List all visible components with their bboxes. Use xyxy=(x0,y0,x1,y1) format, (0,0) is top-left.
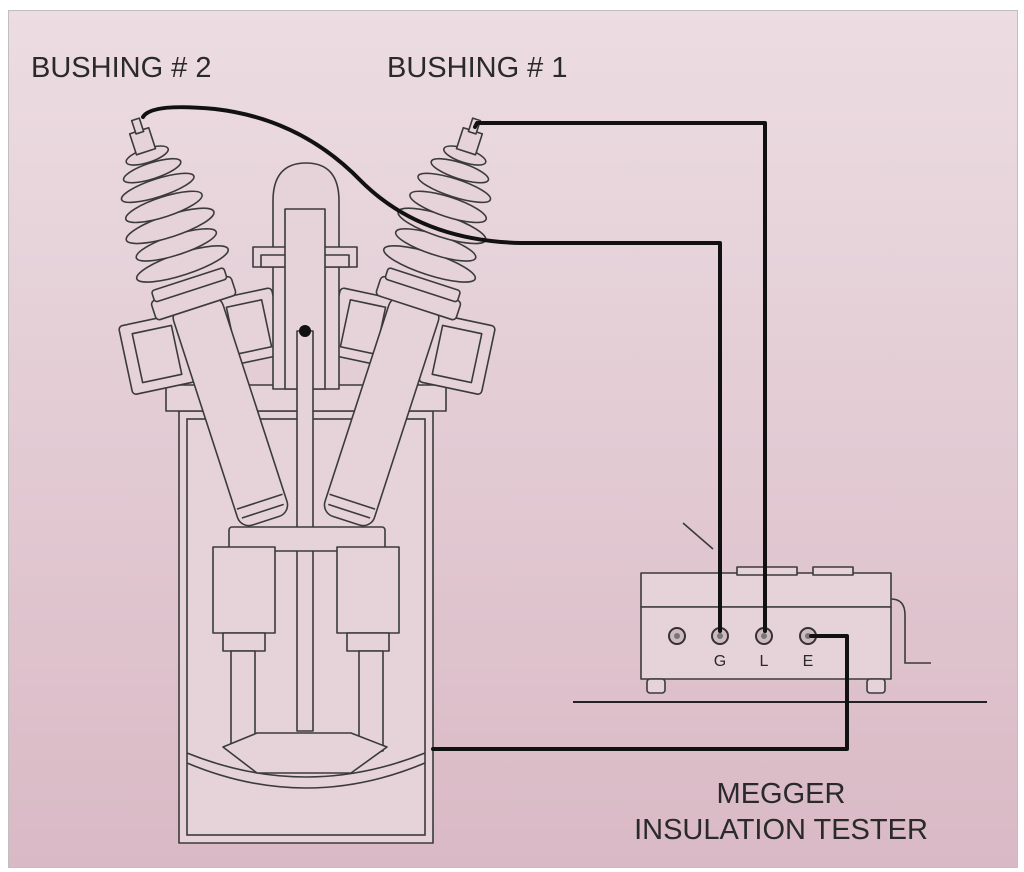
tester-label-line1: MEGGER xyxy=(717,778,846,810)
lead-bushing2-to-g xyxy=(141,105,722,633)
center-mechanism xyxy=(252,162,358,732)
tester-label-line2: INSULATION TESTER xyxy=(634,814,928,846)
bushing-2 xyxy=(120,117,289,527)
internal-contacts xyxy=(212,526,400,774)
terminal-l-label: L xyxy=(760,653,769,670)
lead-bushing1-to-l xyxy=(473,121,767,633)
bushing-2-label: BUSHING # 2 xyxy=(31,52,212,84)
pivot-dot xyxy=(299,325,311,337)
lead-e-to-tank xyxy=(431,634,849,751)
terminal-g-label: G xyxy=(714,653,726,670)
diagram-canvas: G L E BUSHING # 2 BUSHING # 1 MEGGER INS… xyxy=(31,52,987,846)
terminal-e-label: E xyxy=(803,653,814,670)
terminal-unlabeled xyxy=(668,627,686,645)
bushing-1 xyxy=(323,117,492,527)
bushing-1-label: BUSHING # 1 xyxy=(387,52,568,84)
diagram-frame: G L E BUSHING # 2 BUSHING # 1 MEGGER INS… xyxy=(8,10,1018,868)
megger-tester: G L E xyxy=(573,522,987,703)
